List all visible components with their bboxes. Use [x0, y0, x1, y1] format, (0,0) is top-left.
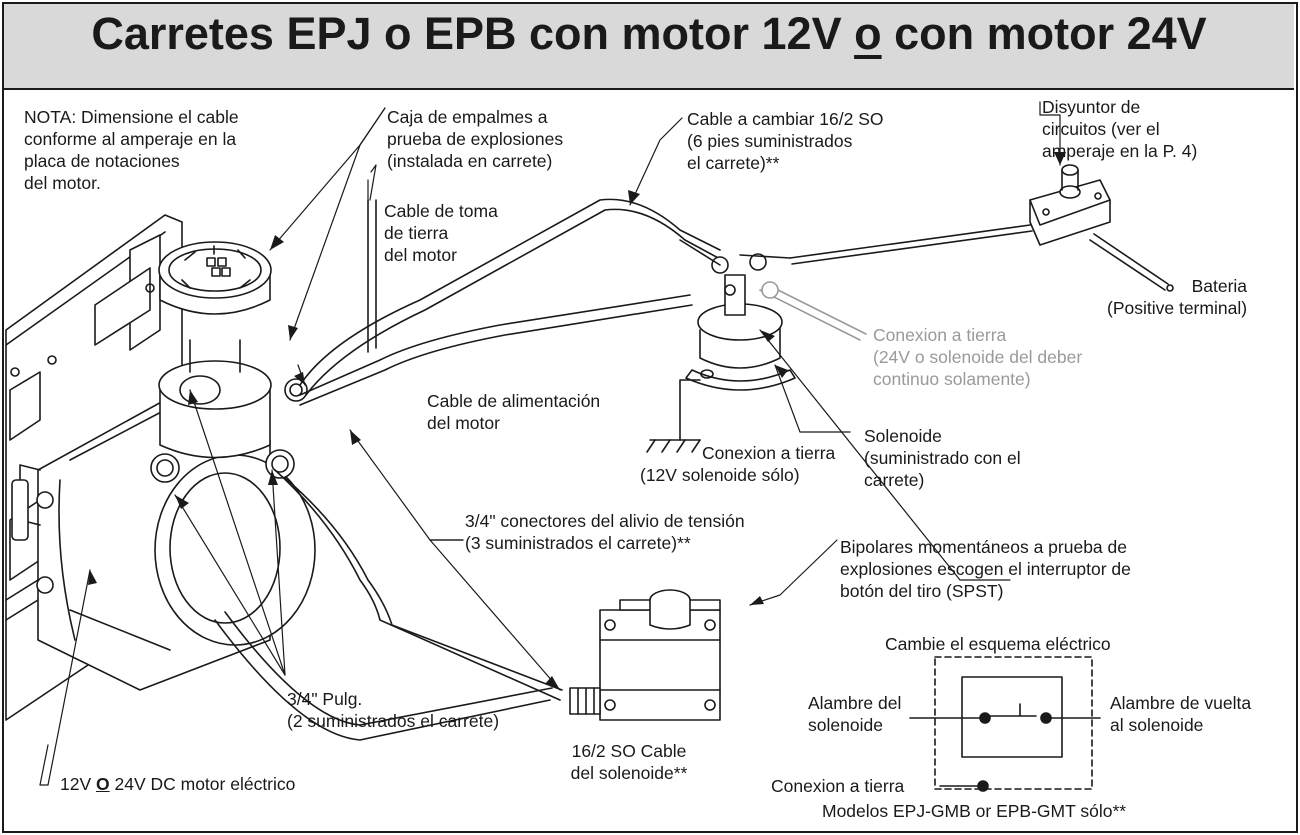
battery-label: Bateria(Positive terminal): [1107, 276, 1248, 318]
diagram-title: Carretes EPJ o EPB con motor 12V o con m…: [91, 8, 1207, 59]
breaker-wires: [789, 224, 1174, 292]
junction-box-cover: [158, 241, 272, 373]
schematic-ground-label: Conexion a tierra: [771, 776, 905, 796]
leader-lines: [39, 101, 1061, 786]
gray-ground-wire: [759, 281, 867, 341]
schematic-title: Cambie el esquema eléctrico: [885, 634, 1111, 654]
ground-connection-12v-label: Conexion a tierra(12V solenoide sólo): [640, 443, 836, 485]
arrowheads: [88, 152, 1066, 690]
strain-relief-label: 3/4" conectores del alivio de tensión(3 …: [465, 511, 745, 553]
push-button-switch: [569, 589, 721, 721]
models-note: Modelos EPJ-GMB or EPB-GMT sólo**: [822, 801, 1127, 821]
circuit-breaker: [1029, 164, 1111, 246]
cable-change-label: Cable a cambiar 16/2 SO(6 pies suministr…: [687, 109, 884, 173]
cables: [214, 198, 723, 741]
conduit-connector-label: 3/4" Pulg.(2 suministrados el carrete): [287, 689, 500, 731]
motor-label: 12V O 24V DC motor eléctrico: [60, 774, 296, 794]
ground-symbol: [646, 379, 701, 453]
solenoid: [679, 239, 796, 391]
ground-connection-24v-label: Conexion a tierra(24V o solenoide del de…: [873, 325, 1083, 389]
schematic-box: [909, 656, 1101, 792]
title-bar: [4, 4, 1294, 90]
